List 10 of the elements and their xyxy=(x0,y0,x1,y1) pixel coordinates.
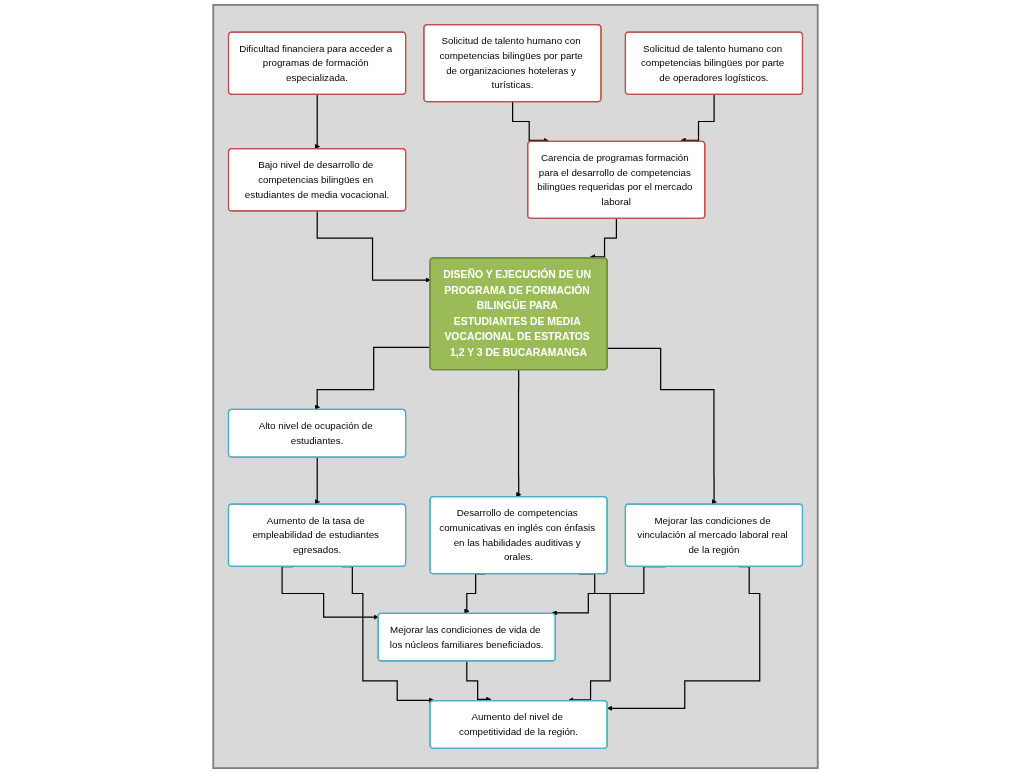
arrow xyxy=(590,218,618,260)
arrow xyxy=(316,210,431,283)
arrow xyxy=(512,101,549,144)
arrow xyxy=(281,566,379,620)
arrow xyxy=(314,94,321,150)
arrow xyxy=(607,566,761,711)
arrow xyxy=(314,456,321,505)
cluster xyxy=(212,3,819,770)
arrow xyxy=(314,346,431,410)
arrow xyxy=(516,369,522,498)
